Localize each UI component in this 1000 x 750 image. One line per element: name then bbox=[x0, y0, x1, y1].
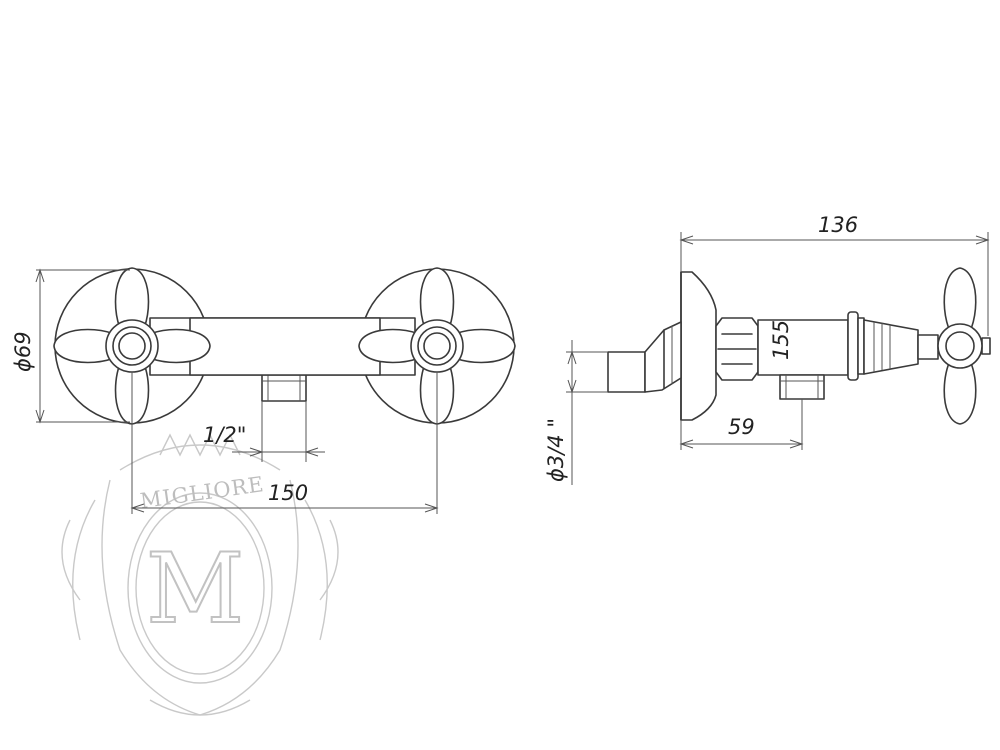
dimension-body-height-label: 155 bbox=[769, 320, 793, 360]
dimension-outlet-depth: 59 bbox=[679, 399, 804, 450]
front-right-cross-handle bbox=[358, 267, 516, 425]
side-wall-rosette bbox=[680, 271, 717, 421]
dimension-inlet-thread-label: ϕ3/4 " bbox=[544, 418, 568, 482]
dimension-front-diameter-label: ϕ69 bbox=[11, 331, 35, 372]
dimension-front-diameter: ϕ69 bbox=[11, 268, 130, 424]
watermark-monogram: M bbox=[146, 533, 244, 645]
side-view-mixer: 136 155 59 ϕ3/4 " bbox=[544, 213, 991, 485]
side-cross-handle bbox=[937, 267, 991, 425]
side-bottom-outlet bbox=[779, 374, 825, 400]
dimension-total-depth: 136 bbox=[679, 213, 990, 336]
dimension-inlet-thread: ϕ3/4 " bbox=[544, 340, 608, 485]
brand-watermark-logo: MIGLIORE M bbox=[61, 433, 339, 716]
side-inlet-connector bbox=[607, 351, 646, 393]
dimension-half-inch-thread: 1/2" bbox=[203, 401, 325, 462]
side-body bbox=[757, 319, 849, 376]
watermark-brand-text: MIGLIORE bbox=[139, 472, 266, 513]
front-bottom-outlet bbox=[261, 374, 307, 402]
dimension-center-distance: 150 bbox=[130, 372, 439, 514]
dimension-outlet-depth-label: 59 bbox=[728, 415, 755, 439]
dimension-total-depth-label: 136 bbox=[818, 213, 858, 237]
front-view-mixer: ϕ69 1/2" 150 bbox=[11, 267, 516, 514]
side-cone bbox=[863, 319, 919, 375]
front-left-cross-handle bbox=[53, 267, 211, 425]
dimension-center-distance-label: 150 bbox=[268, 481, 308, 505]
dimension-half-inch-label: 1/2" bbox=[203, 423, 246, 447]
